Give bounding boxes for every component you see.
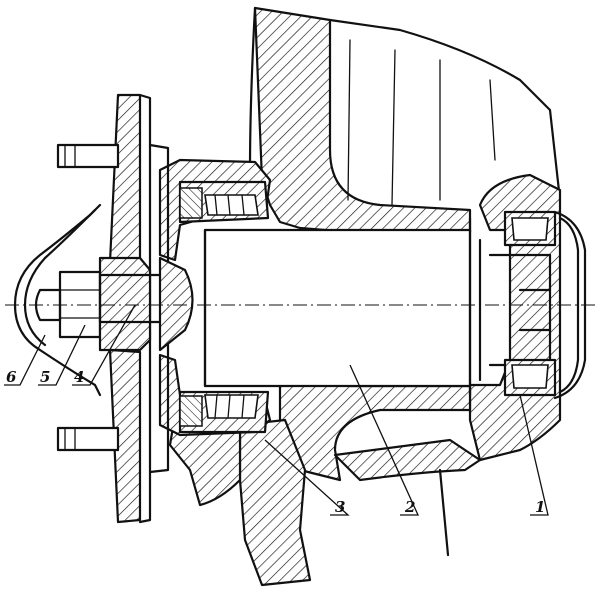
leader-lines [4,304,549,516]
callout-4: 4 [74,368,84,386]
callout-3: 3 [335,498,345,516]
inner-bearing-lower [178,390,270,434]
wheel-studs [56,143,120,452]
callout-5: 5 [40,368,50,386]
callout-6: 6 [6,368,17,386]
outer-bearing [503,210,587,400]
knuckle-lower-arm [168,413,312,587]
callout-2: 2 [404,498,415,516]
callout-1: 1 [535,498,545,516]
inner-bearing-upper [178,180,270,224]
spindle [203,216,552,397]
